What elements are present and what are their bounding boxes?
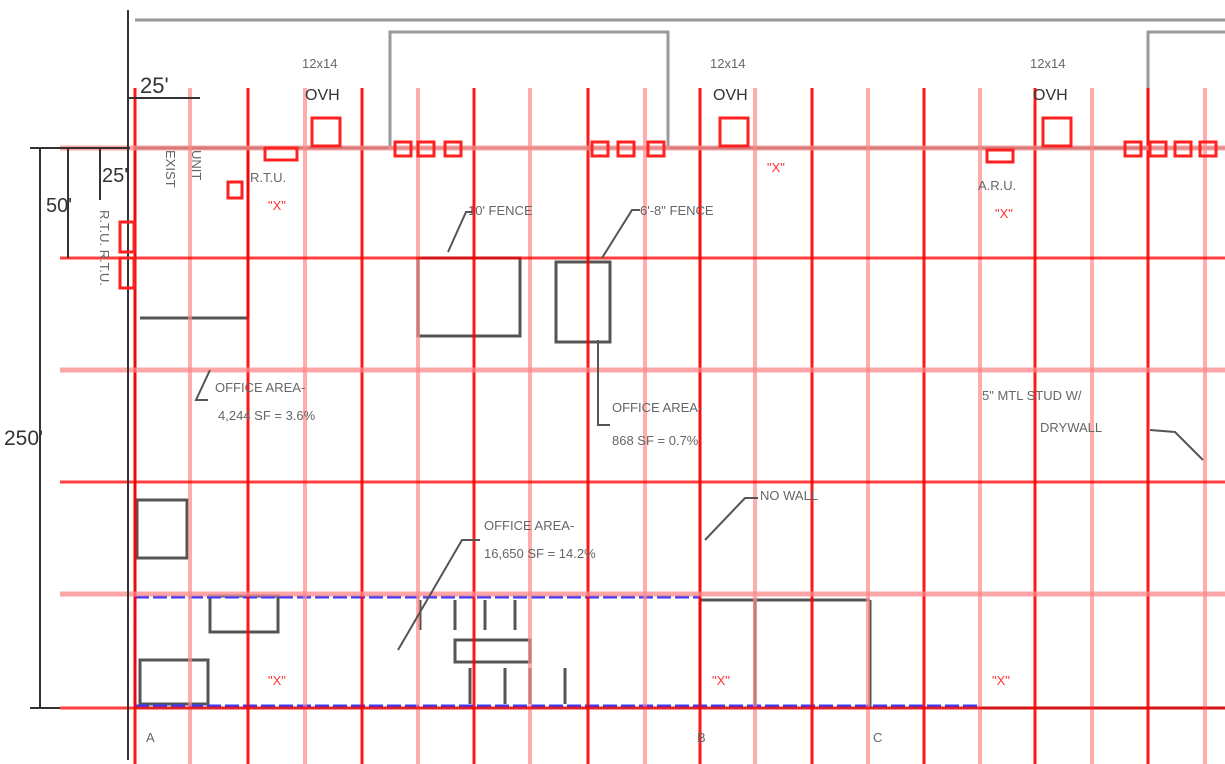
door-3-type: OVH — [1033, 87, 1068, 104]
plan-labels: EXIST UNIT R.T.U. R.T.U. R.T.U. 10' FENC… — [97, 150, 1102, 745]
column-grid — [60, 88, 1225, 764]
x-marker-2: "X" — [767, 160, 785, 175]
rtu-left-label: R.T.U. — [250, 170, 286, 185]
office-area-3-line1: OFFICE AREA- — [484, 518, 574, 533]
building-walls — [133, 18, 1225, 710]
office-area-1-line1: OFFICE AREA- — [215, 380, 305, 395]
rtu-vertical-label: R.T.U. R.T.U. — [97, 210, 112, 286]
dimension-left-50: 50' — [46, 195, 72, 217]
office-area-1-line2: 4,244 SF = 3.6% — [218, 408, 316, 423]
dimension-top-25: 25' — [140, 73, 169, 98]
door-2-size: 12x14 — [710, 56, 745, 71]
door-1-type: OVH — [305, 87, 340, 104]
dimension-left-25: 25' — [102, 165, 128, 187]
office-area-3-line2: 16,650 SF = 14.2% — [484, 546, 596, 561]
leader-lines — [194, 209, 1204, 651]
fence-6-label: 6'-8" FENCE — [640, 203, 714, 218]
dimension-labels: 25' 25' 50' 250' — [4, 73, 169, 450]
door-3: 12x14 OVH — [1030, 56, 1073, 148]
mtl-stud-line2: DRYWALL — [1040, 420, 1102, 435]
rtu-small-1: EXIST — [163, 150, 178, 188]
overhead-doors: 12x14 OVH 12x14 OVH 12x14 OVH — [302, 56, 1073, 148]
door-2: 12x14 OVH — [710, 56, 750, 148]
door-1: 12x14 OVH — [302, 56, 342, 148]
rtu-small-2: UNIT — [189, 150, 204, 180]
dock-markers — [118, 140, 1218, 290]
door-3-size: 12x14 — [1030, 56, 1065, 71]
column-line-c: C — [873, 730, 882, 745]
x-marker-5: "X" — [712, 673, 730, 688]
x-marker-6: "X" — [992, 673, 1010, 688]
door-2-type: OVH — [713, 87, 748, 104]
office-area-2-line1: OFFICE AREA- — [612, 400, 702, 415]
fence-10-label: 10' FENCE — [468, 203, 533, 218]
column-line-b: B — [697, 730, 706, 745]
dimension-left-250: 250' — [4, 427, 43, 450]
x-marker-1: "X" — [268, 198, 286, 213]
office-boundary — [133, 595, 980, 708]
mtl-stud-line1: 5" MTL STUD W/ — [982, 388, 1082, 403]
no-wall-label: NO WALL — [760, 488, 818, 503]
dimension-lines — [30, 10, 200, 760]
office-area-2-line2: 868 SF = 0.7% — [612, 433, 699, 448]
x-marker-4: "X" — [268, 673, 286, 688]
column-line-a: A — [146, 730, 155, 745]
x-marker-3: "X" — [995, 206, 1013, 221]
rtu-right-label: A.R.U. — [978, 178, 1016, 193]
door-1-size: 12x14 — [302, 56, 337, 71]
